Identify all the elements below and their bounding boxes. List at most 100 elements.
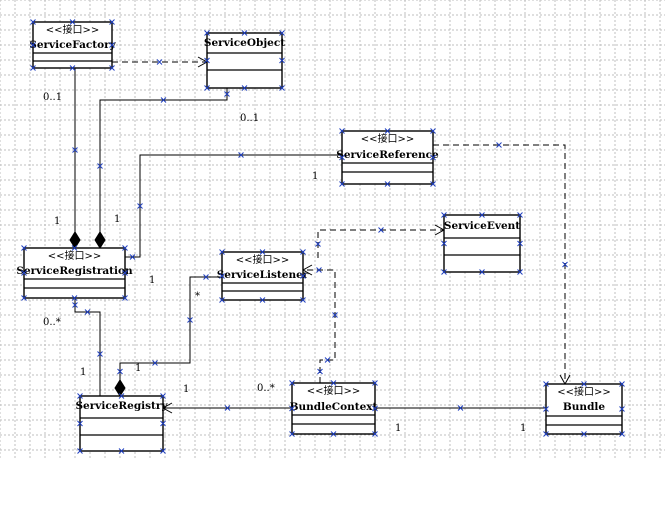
selection-handle-icon (129, 254, 136, 260)
stereotype-label: <<接口>> (46, 23, 100, 36)
dependency-reference-to-bundle[interactable] (433, 144, 566, 384)
selection-handle-icon (581, 431, 587, 437)
selection-handle-icon (384, 128, 391, 134)
selection-handle-icon (152, 360, 158, 366)
multiplicity-label: 1 (312, 171, 318, 182)
selection-handle-icon (619, 406, 625, 412)
selection-handle-icon (324, 357, 331, 363)
selection-handle-icon (84, 309, 91, 315)
class-name: ServiceListener (217, 269, 309, 281)
selection-handle-icon (109, 42, 115, 48)
selection-handle-icon (72, 147, 78, 153)
selection-handle-icon (372, 431, 378, 437)
multiplicity-label: 0..1 (240, 113, 259, 124)
class-service-reference[interactable]: <<接口>> ServiceReference (336, 130, 439, 185)
multiplicity-labels: 0..1 0..1 1 1 1 1 * 0..* 1 1 1 0..* 1 1 (43, 92, 526, 434)
selection-handle-icon (122, 295, 128, 301)
selection-handle-icon (562, 261, 568, 268)
selection-handle-icon (496, 142, 502, 148)
multiplicity-label: 1 (395, 423, 401, 434)
selection-handle-icon (160, 448, 166, 454)
selection-handle-icon (160, 97, 167, 103)
selection-handle-icon (69, 65, 76, 71)
class-name: ServiceObject (204, 37, 285, 49)
multiplicity-label: 1 (520, 423, 526, 434)
selection-handle-icon (330, 380, 337, 386)
selection-handle-icon (372, 405, 378, 412)
dependency-context-to-listener[interactable] (303, 269, 336, 383)
selection-handle-icon (259, 249, 266, 255)
selection-handle-icon (517, 240, 523, 247)
selection-handle-icon (97, 351, 103, 357)
multiplicity-label: 1 (80, 367, 86, 378)
selection-handle-icon (219, 273, 225, 279)
selection-handle-icon (21, 295, 27, 301)
selection-handle-icon (118, 393, 125, 399)
selection-handle-icon (543, 381, 549, 387)
class-name: ServiceFactory (29, 39, 116, 51)
selection-handle-icon (430, 154, 436, 161)
selection-handle-icon (241, 85, 248, 91)
selection-handle-icon (97, 163, 103, 169)
multiplicity-label: * (195, 291, 200, 302)
selection-handle-icon (238, 152, 244, 158)
selection-handle-icon (430, 181, 436, 187)
selection-handle-icon (117, 368, 123, 375)
class-service-listener[interactable]: <<接口>> ServiceListener (217, 251, 309, 301)
stereotype-label: <<接口>> (236, 253, 290, 266)
composition-diamond-registry (114, 379, 126, 397)
selection-handle-icon (315, 241, 321, 247)
multiplicity-label: 1 (54, 216, 60, 227)
multiplicity-label: 1 (183, 384, 189, 395)
class-service-registration[interactable]: <<接口>> ServiceRegistration (16, 247, 133, 299)
selection-handle-icon (109, 19, 115, 25)
selection-handle-icon (259, 297, 266, 303)
selection-handle-icon (204, 57, 210, 64)
multiplicity-label: 1 (135, 363, 141, 374)
composition-diamond-factory (69, 231, 81, 249)
selection-handle-icon (71, 295, 78, 301)
selection-handle-icon (441, 269, 447, 275)
class-service-event[interactable]: ServiceEvent (443, 214, 521, 273)
classes: <<接口>> ServiceFactory ServiceObject <<接口… (16, 21, 623, 452)
class-name: ServiceRegistry (75, 400, 168, 412)
dependency-listener-to-event[interactable] (317, 229, 444, 258)
selection-handle-icon (378, 227, 384, 233)
stereotype-label: <<接口>> (361, 132, 415, 145)
selection-handle-icon (457, 405, 464, 411)
selection-handle-icon (224, 91, 230, 97)
selection-handle-icon (316, 267, 322, 273)
selection-handle-icon (317, 368, 323, 375)
selection-handle-icon (187, 317, 193, 323)
selection-handle-icon (441, 240, 447, 247)
association-registry-listener[interactable] (119, 276, 222, 380)
selection-handle-icon (339, 128, 345, 134)
selection-handle-icon (160, 393, 166, 399)
selection-handle-icon (384, 181, 391, 187)
selection-handle-icon (30, 65, 36, 71)
selection-handle-icon (479, 212, 485, 218)
selection-handle-icon (330, 431, 337, 437)
association-registration-object[interactable] (99, 88, 228, 232)
composition-diamond-object (94, 231, 106, 249)
selection-handle-icon (430, 128, 436, 134)
stereotype-label: <<接口>> (557, 385, 611, 398)
selection-handle-icon (30, 42, 36, 48)
selection-handle-icon (619, 431, 625, 437)
selection-handle-icon (21, 245, 27, 251)
selection-handle-icon (581, 381, 587, 387)
class-name: ServiceEvent (444, 220, 520, 232)
selection-handle-icon (441, 212, 447, 218)
selection-handle-icon (203, 274, 209, 280)
selection-handle-icon (543, 431, 549, 437)
class-service-registry[interactable]: ServiceRegistry (75, 395, 168, 452)
association-registration-reference[interactable] (125, 154, 342, 258)
selection-handle-icon (122, 270, 128, 276)
class-service-factory[interactable]: <<接口>> ServiceFactory (29, 21, 117, 69)
class-bundle-context[interactable]: <<接口>> BundleContext (290, 382, 378, 435)
selection-handle-icon (109, 65, 115, 71)
class-service-object[interactable]: ServiceObject (204, 32, 285, 89)
class-name: ServiceRegistration (16, 265, 133, 277)
class-bundle[interactable]: <<接口>> Bundle (545, 383, 623, 435)
